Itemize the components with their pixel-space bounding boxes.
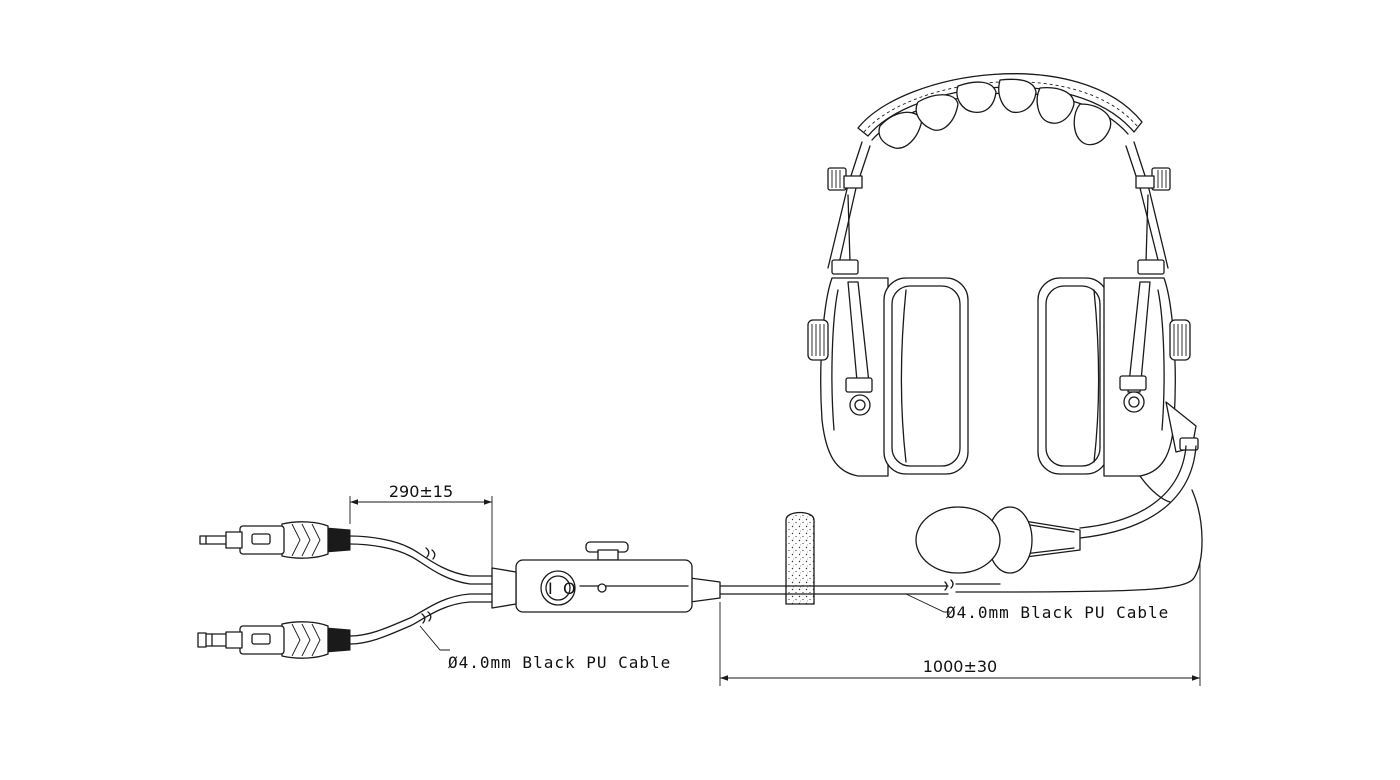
microphone-boom (999, 445, 1203, 593)
velcro-cable-strap (785, 511, 815, 605)
upper-plug (199, 521, 351, 559)
left-earcup (807, 277, 969, 477)
lower-plug (197, 621, 351, 659)
inline-control-box: I O (515, 541, 693, 613)
main-cable (689, 577, 1001, 603)
switch-on-symbol: I (548, 579, 553, 598)
cable-callout-right: Ø4.0mm Black PU Cable (905, 593, 1169, 622)
microphone-windscreen (915, 506, 1081, 574)
headband (827, 73, 1171, 275)
switch-off-symbol: O (563, 579, 576, 598)
dimension-plug-branch: 290±15 (349, 482, 493, 568)
cable-label-left: Ø4.0mm Black PU Cable (448, 653, 671, 672)
right-earcup (1037, 277, 1199, 477)
plug-branch-cables (349, 535, 517, 645)
cable-callout-left: Ø4.0mm Black PU Cable (419, 625, 671, 672)
cable-label-right: Ø4.0mm Black PU Cable (946, 603, 1169, 622)
dimension-main-cable-label: 1000±30 (923, 657, 997, 676)
dimension-main-cable: 1000±30 (719, 562, 1201, 686)
dimension-plug-branch-label: 290±15 (389, 482, 453, 501)
